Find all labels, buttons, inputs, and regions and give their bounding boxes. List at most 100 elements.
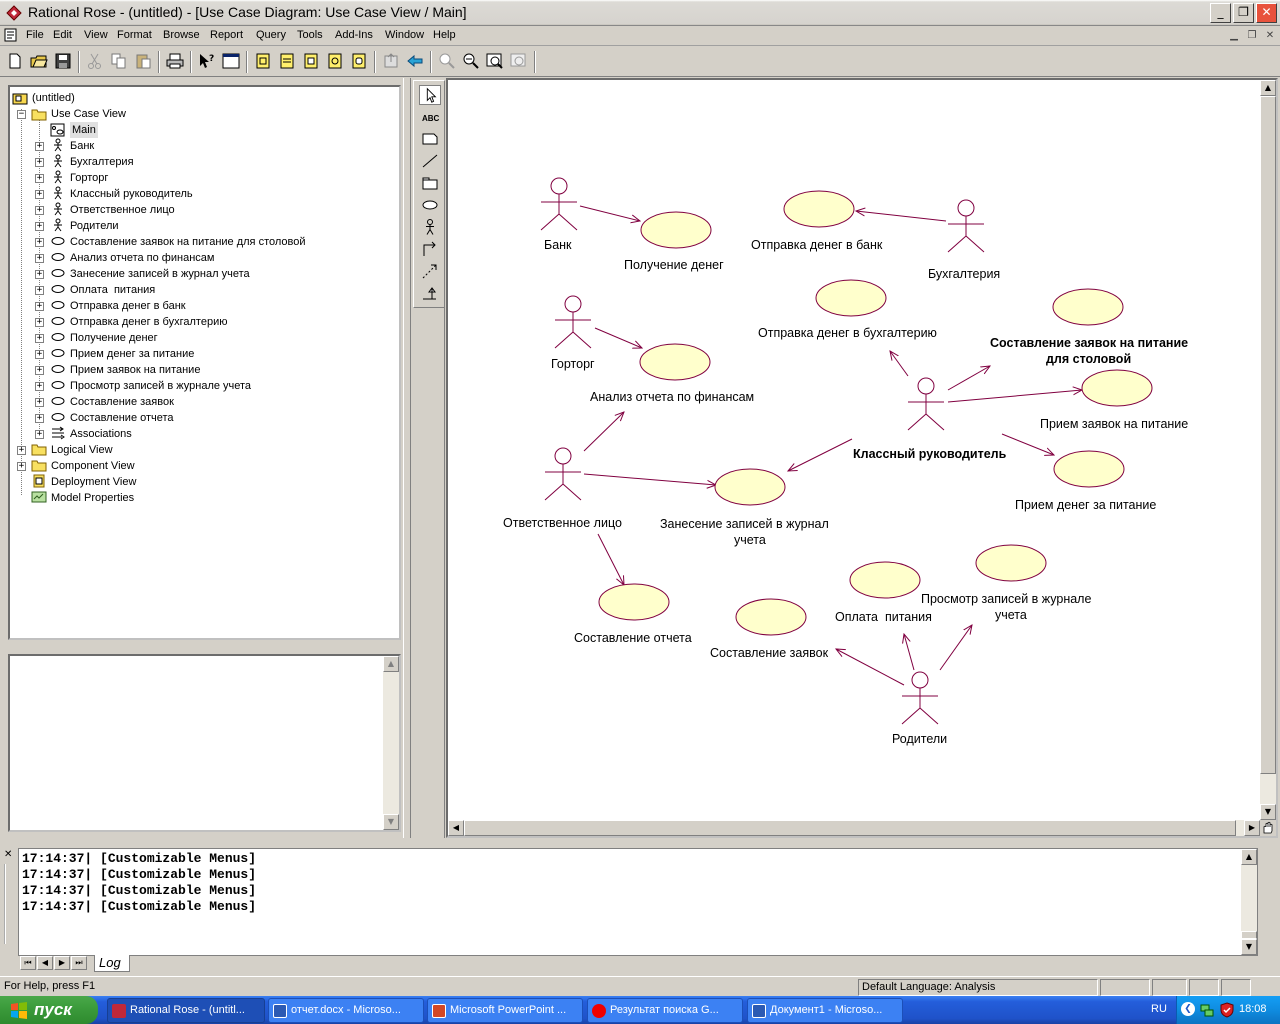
copy-icon[interactable] [110,52,128,70]
use-case-diagram-canvas[interactable]: Банк Бухгалтерия Горторг Классный руково… [446,78,1278,838]
assoc-bank-poluchenie[interactable] [579,205,640,221]
assoc-roditeli-prosmotr[interactable] [939,625,972,671]
usecase-priem-deneg[interactable] [1053,450,1125,488]
usecase-poluchenie[interactable] [640,211,712,249]
pane-splitter[interactable] [403,78,411,838]
expand-icon[interactable]: + [35,269,44,279]
assoc-roditeli-sostav-zayavok[interactable] [836,649,905,686]
doc-scrollbar[interactable]: ▲ ▼ [383,656,399,830]
mdi-close-icon[interactable]: ✕ [1265,30,1275,41]
actor-buh[interactable] [947,199,985,253]
usecase-otpravka-buh[interactable] [815,279,887,317]
actor-bank[interactable] [540,177,578,231]
task-opera-search[interactable]: Результат поиска G... [587,998,743,1023]
horizontal-scroll-thumb[interactable] [464,820,1236,836]
close-button[interactable]: ✕ [1256,3,1277,23]
task-word-document1[interactable]: Документ1 - Microso... [747,998,903,1023]
usecase-zanesenie[interactable] [714,468,786,506]
context-help-icon[interactable]: ? [198,52,216,70]
tray-expand-icon[interactable]: ❮ [1181,1002,1195,1016]
dependency-icon[interactable] [419,261,441,281]
close-log-icon[interactable]: ✕ [4,849,13,860]
menu-edit[interactable]: Edit [53,29,72,41]
menu-report[interactable]: Report [210,29,244,41]
scroll-up-icon[interactable]: ▲ [1260,80,1276,96]
expand-icon[interactable]: + [35,429,44,439]
mdi-minimize-icon[interactable]: ▁ [1230,30,1238,41]
assoc-gortorg-analiz[interactable] [594,327,642,348]
rational-rose-app-icon[interactable] [6,5,22,21]
minimize-button[interactable]: _ [1210,3,1231,23]
expand-icon[interactable]: + [35,173,44,183]
view-doc-icon[interactable] [222,52,240,70]
assoc-klass-priem-zayavok[interactable] [947,390,1082,403]
usecase-sostav-stol[interactable] [1052,288,1124,326]
assoc-klass-sostav-stol[interactable] [947,366,990,391]
assoc-buh-otpravka-bank[interactable] [856,211,947,222]
selection-arrow-icon[interactable] [419,85,441,105]
previous-tab-icon[interactable]: ◀ [37,956,53,970]
paste-icon[interactable] [134,52,152,70]
expand-icon[interactable]: + [35,253,44,263]
document-menu-icon[interactable] [4,28,18,42]
menu-file[interactable]: File [26,29,44,41]
usecase-analiz[interactable] [639,343,711,381]
zoom-in-icon[interactable] [438,52,456,70]
fit-in-window-icon[interactable] [486,52,504,70]
pan-hand-icon[interactable] [1260,820,1276,836]
assoc-klass-priem-deneg[interactable] [1001,433,1054,455]
first-tab-icon[interactable]: ⏮ [20,956,36,970]
expand-icon[interactable]: + [35,285,44,295]
log-tab[interactable]: Log [94,955,130,972]
browse-deployment-icon[interactable] [326,52,344,70]
log-scroll-thumb[interactable] [1241,931,1257,939]
expand-icon[interactable]: + [35,189,44,199]
new-icon[interactable] [6,52,24,70]
actor-klass[interactable] [907,377,945,431]
restore-button[interactable]: ❐ [1233,3,1254,23]
scroll-down-icon[interactable]: ▼ [1260,804,1276,820]
mdi-restore-icon[interactable]: ❐ [1247,30,1257,41]
browse-component-icon[interactable] [302,52,320,70]
browse-class-icon[interactable] [254,52,272,70]
expand-icon[interactable]: + [35,317,44,327]
generalization-icon[interactable] [419,283,441,303]
menu-format[interactable]: Format [117,29,152,41]
scroll-down-icon[interactable]: ▼ [383,814,399,830]
browse-state-icon[interactable] [350,52,368,70]
save-icon[interactable] [54,52,72,70]
menu-help[interactable]: Help [433,29,456,41]
network-tray-icon[interactable] [1199,1002,1215,1018]
print-icon[interactable] [166,52,184,70]
next-tab-icon[interactable]: ▶ [54,956,70,970]
expand-icon[interactable]: + [35,301,44,311]
expand-icon[interactable]: + [35,157,44,167]
browse-parent-icon[interactable] [382,52,400,70]
expand-icon[interactable]: + [35,333,44,343]
expand-icon[interactable]: + [35,141,44,151]
anchor-note-icon[interactable] [419,151,441,171]
task-word-report[interactable]: отчет.docx - Microso... [268,998,424,1023]
expand-icon[interactable]: + [35,365,44,375]
menu-browse[interactable]: Browse [163,29,200,41]
usecase-priem-zayavok[interactable] [1081,369,1153,407]
assoc-otv-analiz[interactable] [583,412,624,452]
menu-addins[interactable]: Add-Ins [335,29,373,41]
scroll-up-icon[interactable]: ▲ [383,656,399,672]
assoc-otv-sostav-otcheta[interactable] [597,533,624,585]
note-icon[interactable] [419,129,441,149]
expand-icon[interactable]: + [17,461,26,471]
browse-previous-icon[interactable] [406,52,424,70]
clock[interactable]: 18:08 [1239,1003,1267,1015]
security-shield-tray-icon[interactable] [1219,1002,1235,1018]
expand-icon[interactable]: + [35,381,44,391]
task-rational-rose[interactable]: Rational Rose - (untitl... [107,998,265,1023]
collapse-icon[interactable]: − [17,109,26,119]
expand-icon[interactable]: + [35,237,44,247]
scroll-right-icon[interactable]: ▶ [1244,820,1260,836]
cut-icon[interactable] [86,52,104,70]
assoc-klass-zanesenie[interactable] [788,438,853,471]
assoc-roditeli-oplata[interactable] [904,634,915,671]
usecase-sostav-zayavok[interactable] [735,598,807,636]
log-scrollbar[interactable]: ▲ ▼ [1241,849,1257,955]
